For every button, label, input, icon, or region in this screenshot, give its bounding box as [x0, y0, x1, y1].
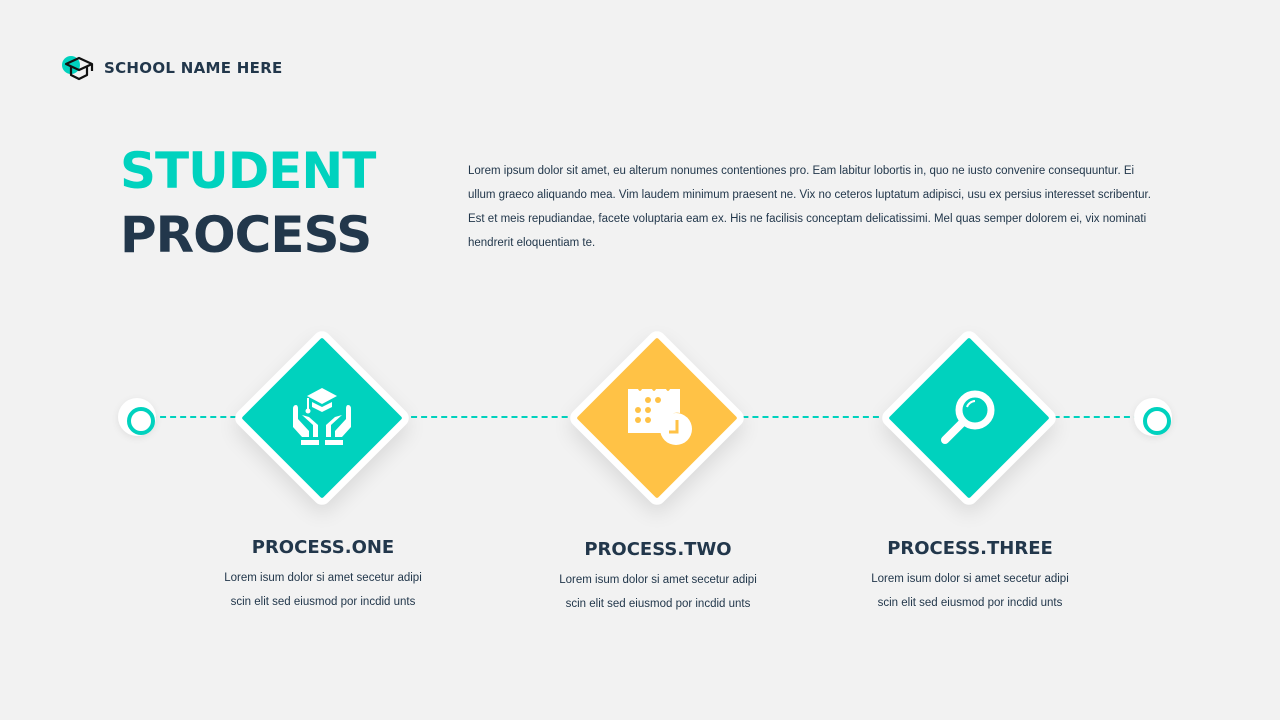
step-desc-line2: scin elit sed eiusmod por incdid unts [877, 597, 1063, 609]
title-line-1: STUDENT [120, 142, 376, 200]
step-title: PROCESS.THREE [887, 538, 1053, 559]
timeline-end-node [1134, 398, 1172, 436]
step-desc-line1: Lorem isum dolor si amet secetur adipi [559, 574, 757, 586]
intro-paragraph: Lorem ipsum dolor sit amet, eu alterum n… [468, 165, 1151, 249]
magnifier-icon [941, 390, 995, 444]
step-desc-line1: Lorem isum dolor si amet secetur adipi [871, 573, 1069, 585]
school-name: SCHOOL NAME HERE [104, 59, 283, 77]
hands-graduation-cap-icon [293, 388, 351, 445]
calendar-clock-icon [628, 389, 692, 445]
graduation-cap-icon [64, 56, 94, 81]
logo: SCHOOL NAME HERE [62, 54, 283, 82]
step-title: PROCESS.TWO [584, 539, 732, 560]
timeline-start-node [118, 398, 156, 436]
step-desc-line2: scin elit sed eiusmod por incdid unts [230, 596, 416, 608]
title-line-2: PROCESS [120, 206, 372, 264]
step-desc-line2: scin elit sed eiusmod por incdid unts [565, 598, 751, 610]
step-desc-line1: Lorem isum dolor si amet secetur adipi [224, 572, 422, 584]
step-title: PROCESS.ONE [251, 537, 395, 558]
